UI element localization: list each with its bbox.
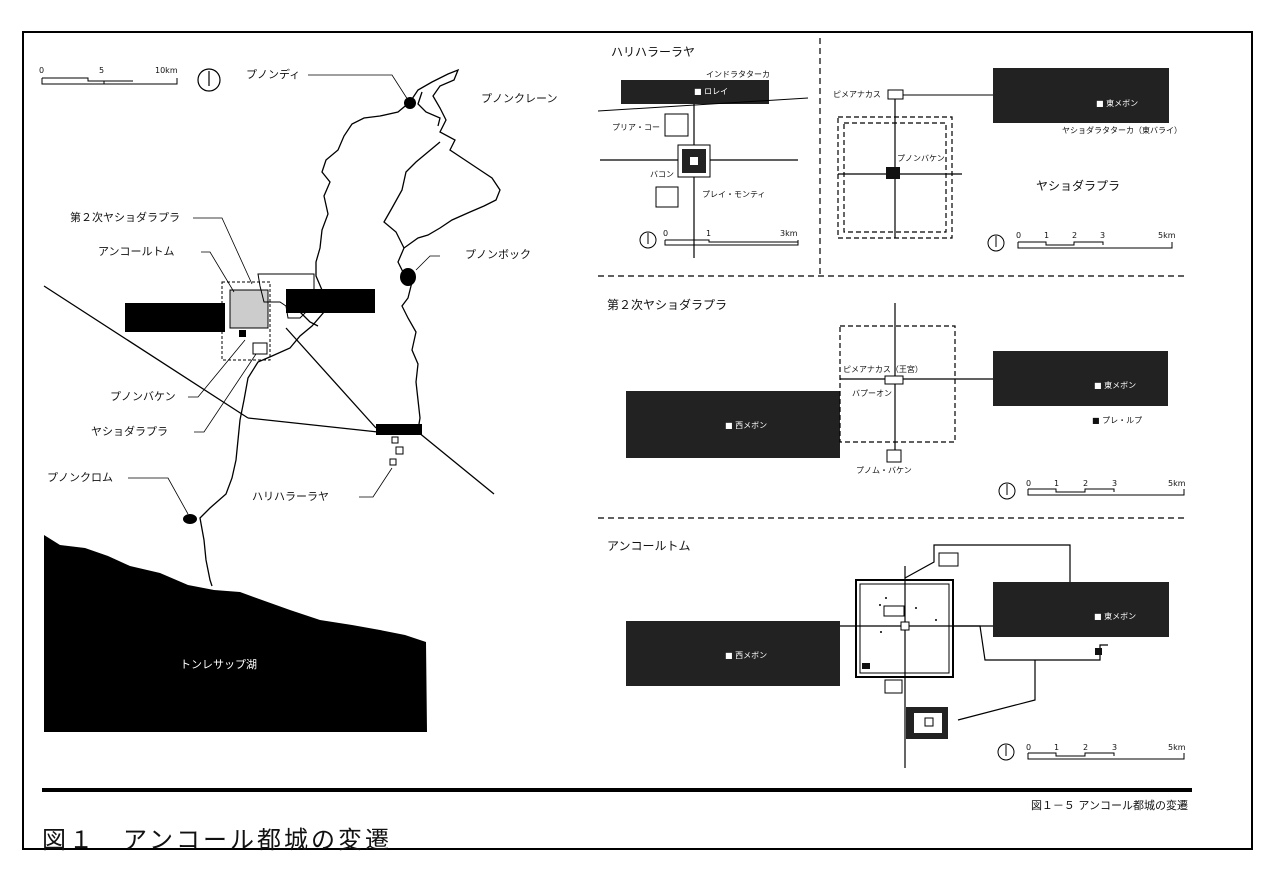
- overview-scale-bar: [41, 77, 178, 85]
- river-lines: [199, 68, 501, 587]
- label-hariharalaya: ハリハラーラヤ: [252, 490, 329, 503]
- yasodharapura-scale-bar: [1017, 241, 1173, 249]
- yasodharapura-north-icon: [987, 234, 1005, 252]
- west-baray: [125, 303, 225, 332]
- yaso-scale-3: 3: [1100, 231, 1106, 240]
- north-arrow-icon: [197, 68, 221, 92]
- second-scale-2: 2: [1083, 479, 1089, 488]
- indratataka-rect: [621, 80, 769, 104]
- label-west-mebon-3: ■ 西メボン: [725, 651, 768, 660]
- label-phnom-bok: プノンボック: [465, 248, 531, 261]
- east-baray-rect-2: [993, 351, 1168, 406]
- angkor-thom-north-icon: [997, 743, 1015, 761]
- label-lolei: ■ ロレイ: [694, 87, 729, 96]
- scale-tick-5: 5: [99, 66, 105, 75]
- label-east-mebon: ■ 東メボン: [1096, 99, 1139, 108]
- hariharalaya-plan: [597, 80, 809, 258]
- scale-tick-0: 0: [39, 66, 45, 75]
- panel-title-second: 第２次ヤショダラプラ: [607, 298, 728, 312]
- phnom-bok-hill: [400, 268, 416, 286]
- label-pre-rup: ■ プレ・ルプ: [1092, 416, 1143, 425]
- phnom-dei-hill: [404, 97, 416, 109]
- second-scale-bar: [1027, 488, 1185, 496]
- label-phnom-bakheng: プノンバケン: [110, 390, 176, 403]
- label-east-mebon-2: ■ 東メボン: [1094, 381, 1137, 390]
- panel-title-yasodharapura: ヤショダラプラ: [1036, 179, 1121, 193]
- label-angkor-thom: アンコールトム: [98, 245, 175, 258]
- label-tonle-sap: トンレサップ湖: [180, 658, 257, 671]
- label-west-mebon-2: ■ 西メボン: [725, 421, 768, 430]
- east-baray-rect: [993, 68, 1169, 123]
- east-enclosure: [257, 273, 321, 319]
- label-yasodharapura: ヤショダラプラ: [91, 425, 168, 438]
- label-bakong: バコン: [650, 170, 674, 179]
- figure-subcaption: 図１－５ アンコール都城の変遷: [1030, 799, 1188, 812]
- at-scale-3: 3: [1112, 743, 1118, 752]
- tonle-sap-lake: [44, 535, 427, 732]
- angkor-thom-square: [229, 289, 269, 329]
- hari-scale-0: 0: [663, 229, 669, 238]
- label-preah-ko: プリア・コー: [612, 123, 660, 132]
- indratataka-baray: [376, 424, 422, 435]
- angkor-thom-scale-bar: [1027, 752, 1185, 760]
- at-scale-0: 0: [1026, 743, 1032, 752]
- hariharalaya-scale-bar: [664, 239, 799, 246]
- label-yasodharatataka: ヤショダラタターカ（東バライ）: [1062, 126, 1182, 135]
- second-scale-5km: 5km: [1168, 479, 1186, 488]
- hari-scale-1: 1: [706, 229, 712, 238]
- leader-lines: [128, 74, 440, 515]
- at-scale-1: 1: [1054, 743, 1060, 752]
- east-baray-rect-3: [993, 582, 1169, 637]
- at-scale-5km: 5km: [1168, 743, 1186, 752]
- at-scale-2: 2: [1083, 743, 1089, 752]
- label-phimeanakas: ピメアナカス: [833, 90, 881, 99]
- second-yasodharapura-plan: [626, 303, 1185, 500]
- bakheng-mark: [239, 330, 246, 337]
- yasodharapura-plan: [837, 68, 1173, 252]
- label-bakheng-2: プノム・バケン: [856, 466, 912, 475]
- yaso-scale-0: 0: [1016, 231, 1022, 240]
- second-scale-3: 3: [1112, 479, 1118, 488]
- panel-title-angkor-thom: アンコールトム: [607, 539, 691, 553]
- road-lines: [43, 285, 495, 495]
- east-baray: [286, 289, 375, 313]
- second-north-icon: [998, 482, 1016, 500]
- second-yasodharapura-outline: [221, 281, 271, 361]
- hari-scale-3km: 3km: [780, 229, 798, 238]
- angkor-thom-plan: [626, 544, 1185, 768]
- yaso-scale-2: 2: [1072, 231, 1078, 240]
- label-prei-monti: プレイ・モンティ: [702, 190, 766, 199]
- panel-title-hariharalaya: ハリハラーラヤ: [611, 45, 696, 59]
- west-baray-rect-3: [626, 621, 840, 686]
- label-east-mebon-3: ■ 東メボン: [1094, 612, 1137, 621]
- second-scale-0: 0: [1026, 479, 1032, 488]
- label-baphuon: バプーオン: [852, 389, 892, 398]
- label-bakheng-y: プノンバケン: [897, 154, 945, 163]
- label-phnom-dei: プノンディ: [246, 68, 301, 81]
- figure-caption: 図１ アンコール都城の変遷: [42, 826, 393, 854]
- label-second-yasodharapura: 第２次ヤショダラプラ: [70, 211, 180, 224]
- yaso-scale-1: 1: [1044, 231, 1050, 240]
- label-phnom-krom: プノンクロム: [47, 471, 113, 484]
- yaso-scale-5km: 5km: [1158, 231, 1176, 240]
- label-indratataka: インドラタターカ: [706, 70, 770, 79]
- label-phimeanakas-palace: ピメアナカス（王宮）: [843, 365, 923, 374]
- hariharalaya-north-icon: [639, 231, 657, 249]
- outer-frame: [22, 31, 1253, 850]
- label-phnom-kulen: プノンクレーン: [481, 92, 558, 105]
- west-baray-rect: [626, 391, 840, 458]
- overview-map: [41, 68, 501, 732]
- phnom-krom-hill: [183, 514, 197, 524]
- second-scale-1: 1: [1054, 479, 1060, 488]
- scale-tick-10km: 10km: [155, 66, 178, 75]
